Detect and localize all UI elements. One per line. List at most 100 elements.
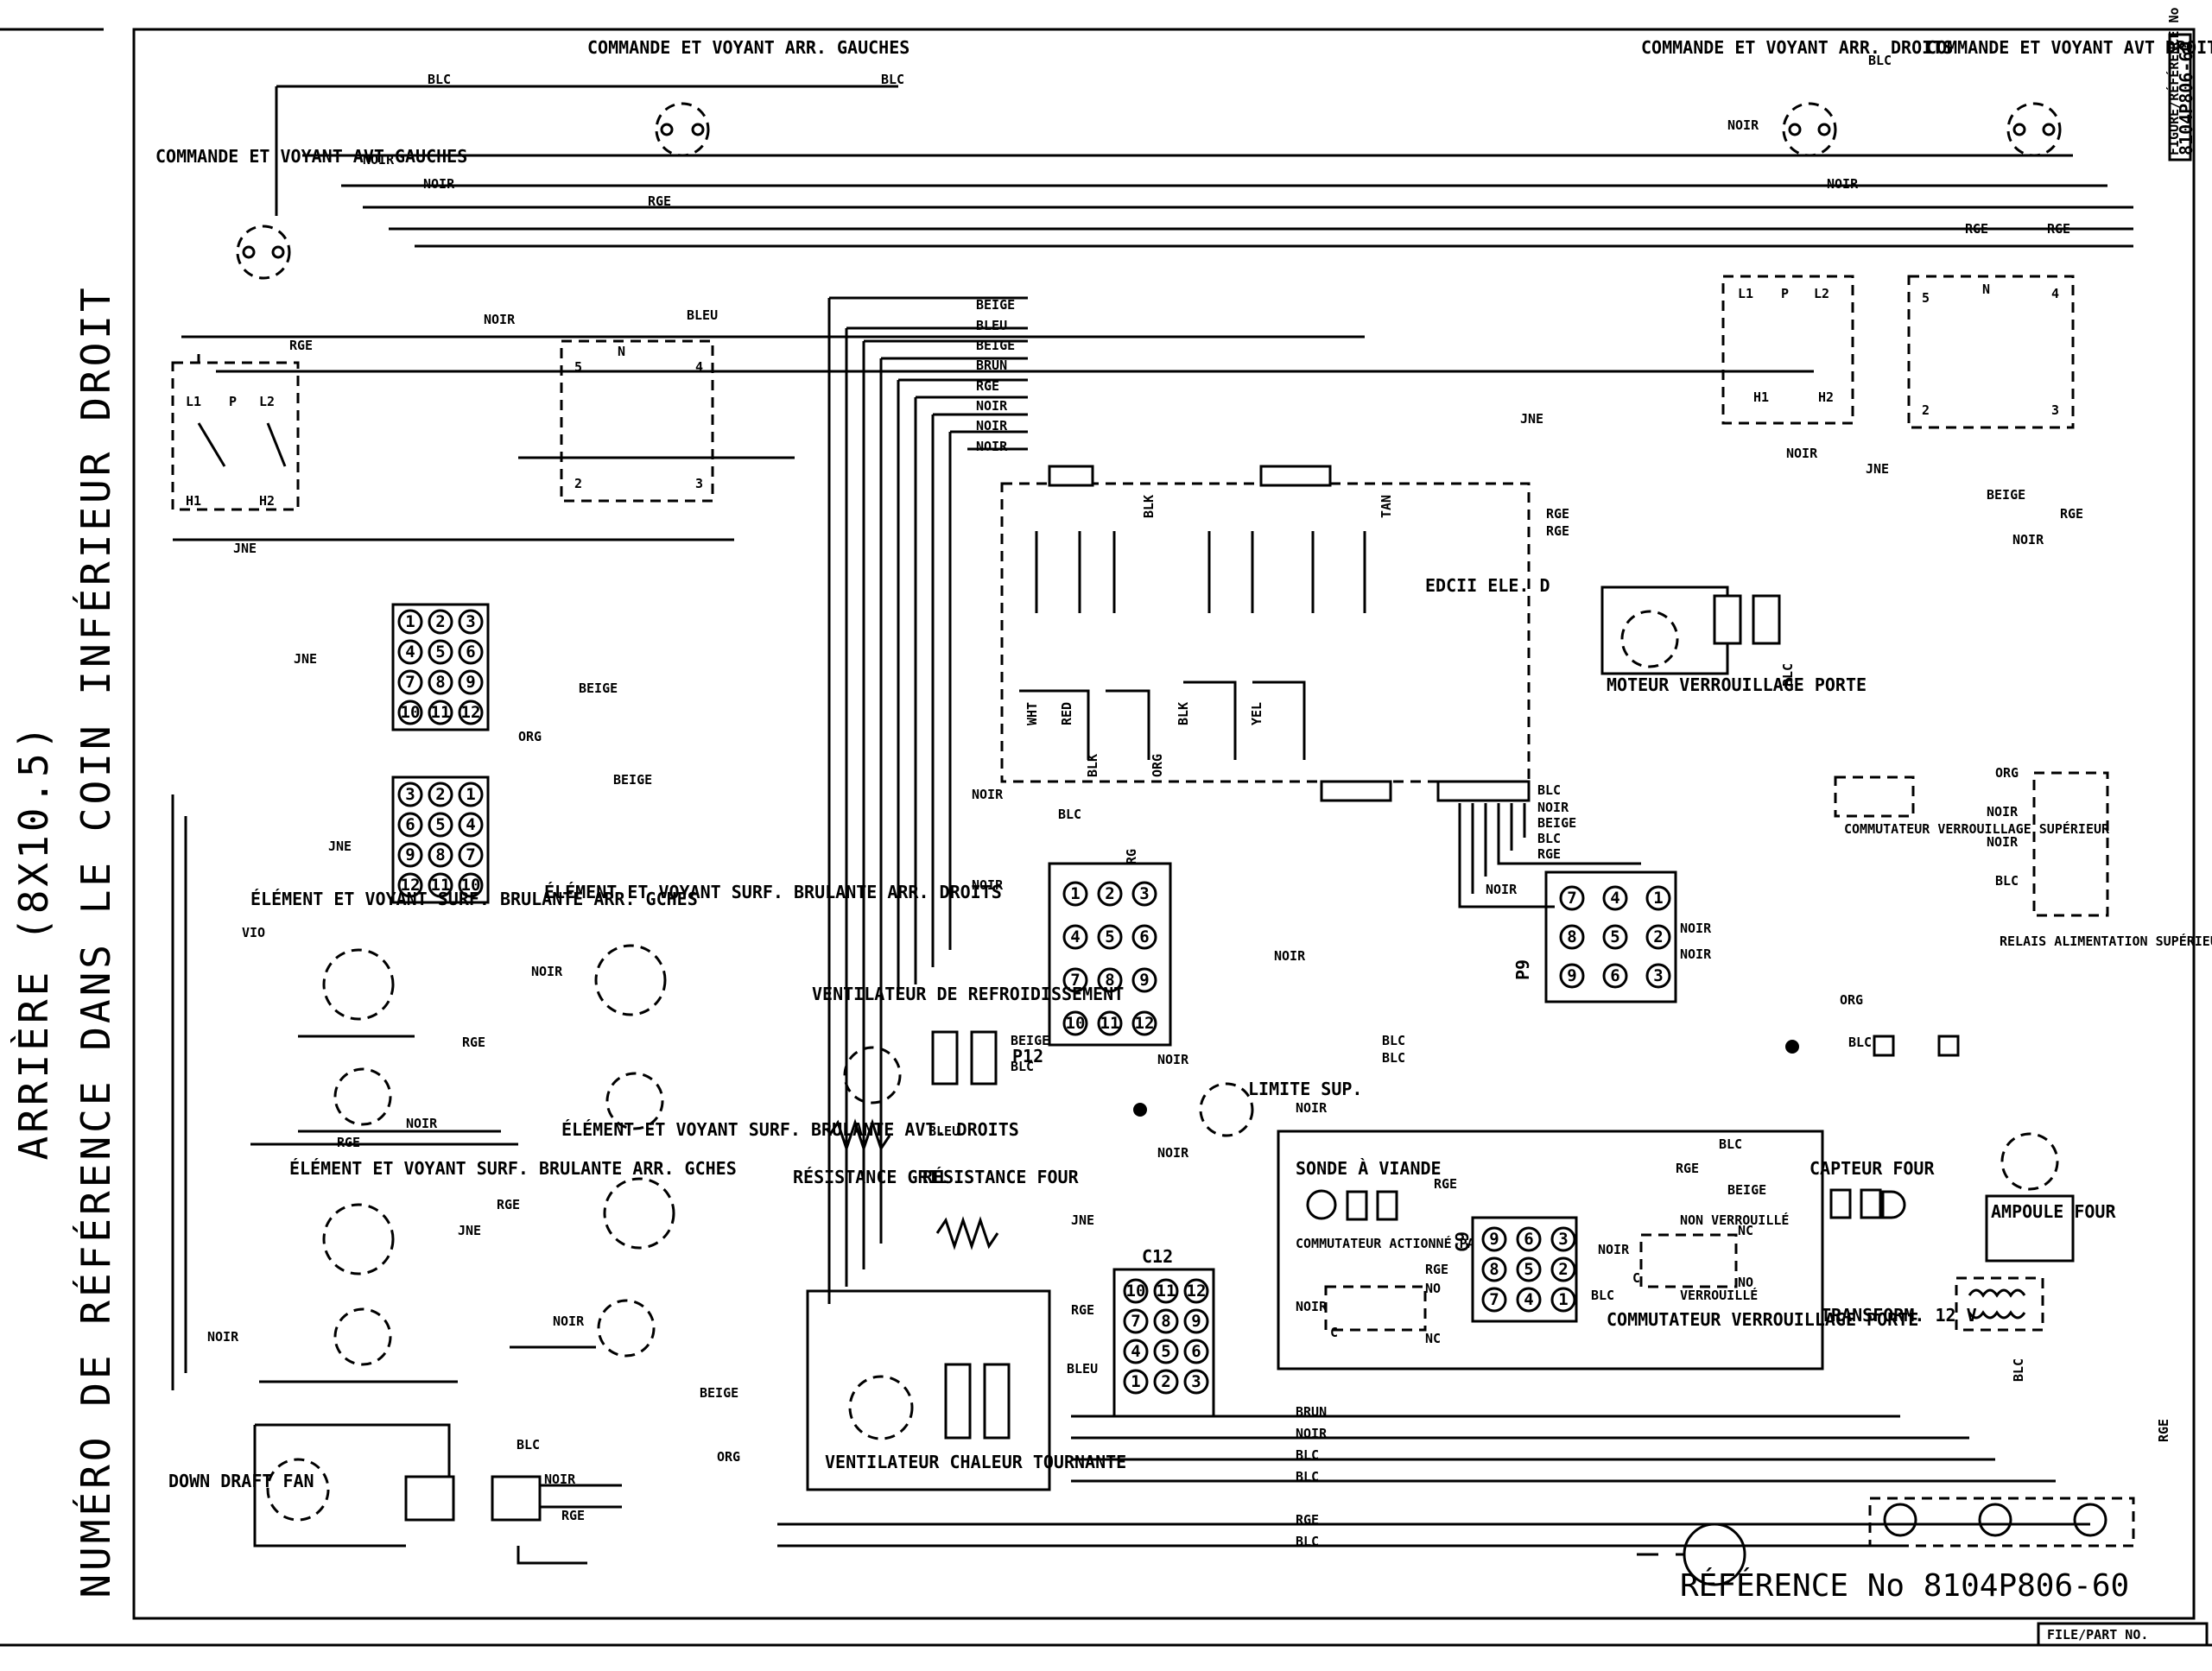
lock-locked: VERROUILLÉ [1680, 1287, 1758, 1303]
wire-rge-2: RGE [289, 338, 313, 353]
el-rr-label: ÉLÉMENT ET VOYANT SURF. BRULANTE ARR. DR… [544, 882, 1002, 902]
lock-motor-plug-b [1752, 594, 1781, 645]
lr-n: N [618, 344, 625, 359]
broil-resistor [827, 1118, 891, 1153]
c12-pin-label-1: 1 [1131, 1372, 1140, 1391]
diagram-border [132, 28, 2196, 1620]
lf-h1: H1 [186, 493, 201, 509]
edc-lower-relays [1019, 680, 1306, 760]
file-part-label: FILE/PART NO. [2047, 1627, 2148, 1643]
wire-wht: WHT [1024, 702, 1040, 725]
file-part-box [2037, 1622, 2209, 1647]
p12-pin-11 [1097, 1010, 1123, 1036]
c9-pin-label-5: 5 [1524, 1260, 1533, 1279]
el-lr-coil [322, 948, 395, 1021]
p12-pin-label-1: 1 [1070, 884, 1080, 903]
p9-pin-label-9: 9 [1567, 966, 1576, 985]
bottom-bus [777, 1415, 2090, 1548]
p9-pin-label-2: 2 [1653, 927, 1663, 946]
door-lock-switch: NON VERROUILLÉ VERROUILLÉ C NC NO COMMUT… [1607, 1212, 1918, 1330]
sensor-label: CAPTEUR FOUR [1810, 1158, 1935, 1179]
p12-label: P12 [1012, 1046, 1043, 1067]
door-switch-box [1324, 1285, 1427, 1332]
c12-pin-3 [1183, 1369, 1209, 1395]
conn2-pin-3 [397, 782, 423, 807]
p9-pin-4 [1602, 885, 1628, 911]
wire-blc-9: BLC [1537, 831, 1561, 846]
lamp-frame [1985, 1194, 2075, 1263]
wire-beige-4: BEIGE [700, 1385, 738, 1401]
c9-pin-4 [1516, 1287, 1542, 1313]
conn1-pin-5 [428, 639, 453, 665]
terminal-sq-b [1937, 1035, 1960, 1057]
wire-rge-18: RGE [1296, 1512, 1319, 1528]
conn1-pin-label-5: 5 [435, 642, 445, 661]
conn1-pin-label-6: 6 [466, 642, 475, 661]
door-lock-motor: MOTEUR VERROUILLAGE PORTE BLC [1600, 585, 1867, 695]
conn2-pin-label-7: 7 [466, 845, 475, 864]
lr-5: 5 [574, 359, 582, 375]
lock-motor-plug-a [1713, 594, 1742, 645]
c9-pin-label-4: 4 [1524, 1290, 1533, 1309]
bus-lines-a [275, 85, 2133, 248]
p9-pin-label-8: 8 [1567, 927, 1576, 946]
wire-noir-30: NOIR [1296, 1426, 1328, 1441]
wire-noir-1: NOIR [363, 152, 395, 168]
door-c: C [1330, 1325, 1338, 1340]
c12-pin-9 [1183, 1308, 1209, 1334]
wire-blc-7: BLC [1382, 1050, 1405, 1066]
rf-4: 4 [2051, 286, 2059, 301]
el-rr-lamp [605, 1072, 664, 1130]
wire-blc-19: BLC [1296, 1534, 1319, 1549]
wire-blc-6: BLC [1382, 1033, 1405, 1048]
c9-label: C9 [1452, 1231, 1473, 1252]
left-rear-control: COMMANDE ET VOYANT ARR. GAUCHES N 5 4 2 … [560, 37, 910, 503]
door-nc: NC [1425, 1331, 1441, 1346]
cool-fan-plug-b [970, 1030, 998, 1086]
conn1-pin-3 [458, 609, 484, 635]
probe-label: SONDE À VIANDE [1296, 1158, 1442, 1179]
c9-pin-label-6: 6 [1524, 1230, 1533, 1249]
edc-relays [1035, 531, 1366, 613]
conn1-pin-8 [428, 669, 453, 695]
lf-contact-1 [197, 422, 226, 467]
wire-blc-1: BLC [428, 72, 451, 87]
conn2-pin-label-11: 11 [431, 876, 451, 895]
wire-noir-2: NOIR [423, 176, 455, 192]
conn2-pin-label-9: 9 [405, 845, 415, 864]
wire-jne-7: JNE [1071, 1212, 1094, 1228]
meat-probe: SONDE À VIANDE RGE [1277, 1130, 1824, 1370]
p12-pin-label-4: 4 [1070, 927, 1080, 946]
p12-pin-label-3: 3 [1139, 884, 1149, 903]
lf-lamp-term-b [271, 245, 285, 259]
wire-noir-3: NOIR [484, 312, 516, 327]
el-lf-lamp [333, 1307, 392, 1366]
rr-ctrl-label: COMMANDE ET VOYANT ARR. DROITS [1641, 37, 1953, 58]
upper-switch-box [1834, 775, 1915, 818]
conn2-pin-label-4: 4 [466, 815, 475, 834]
conn2-pin-10 [458, 872, 484, 898]
lf-switch-box [171, 361, 300, 511]
wire-noir-29: NOIR [1598, 1242, 1630, 1257]
p12-pin-2 [1097, 881, 1123, 907]
lf-l2: L2 [259, 394, 275, 409]
lr-4: 4 [695, 359, 703, 375]
probe-plug-a [1346, 1190, 1368, 1221]
c9-pin-8 [1481, 1256, 1507, 1282]
p12-pin-10 [1062, 1010, 1088, 1036]
lf-l1: L1 [186, 394, 201, 409]
lock-nc: NC [1738, 1223, 1753, 1238]
lf-contact-2 [266, 422, 287, 467]
bake-label: RÉSISTANCE FOUR [922, 1167, 1080, 1187]
rf-lamp-term-a [2012, 123, 2026, 136]
wire-tan: TAN [1379, 495, 1394, 518]
wire-beige-8: BEIGE [1011, 1033, 1049, 1048]
conn1-pin-label-4: 4 [405, 642, 415, 661]
edc-control: EDCII ELE. D BLK TAN WHT RED BLK YEL BLK… [1000, 465, 1569, 802]
conn1-pin-9 [458, 669, 484, 695]
wire-rge-14: RGE [1071, 1302, 1094, 1318]
broil-element: RÉSISTANCE GRIL BLEU [793, 1118, 960, 1187]
edc-conn-c [1436, 780, 1531, 802]
conn2-pin-2 [428, 782, 453, 807]
